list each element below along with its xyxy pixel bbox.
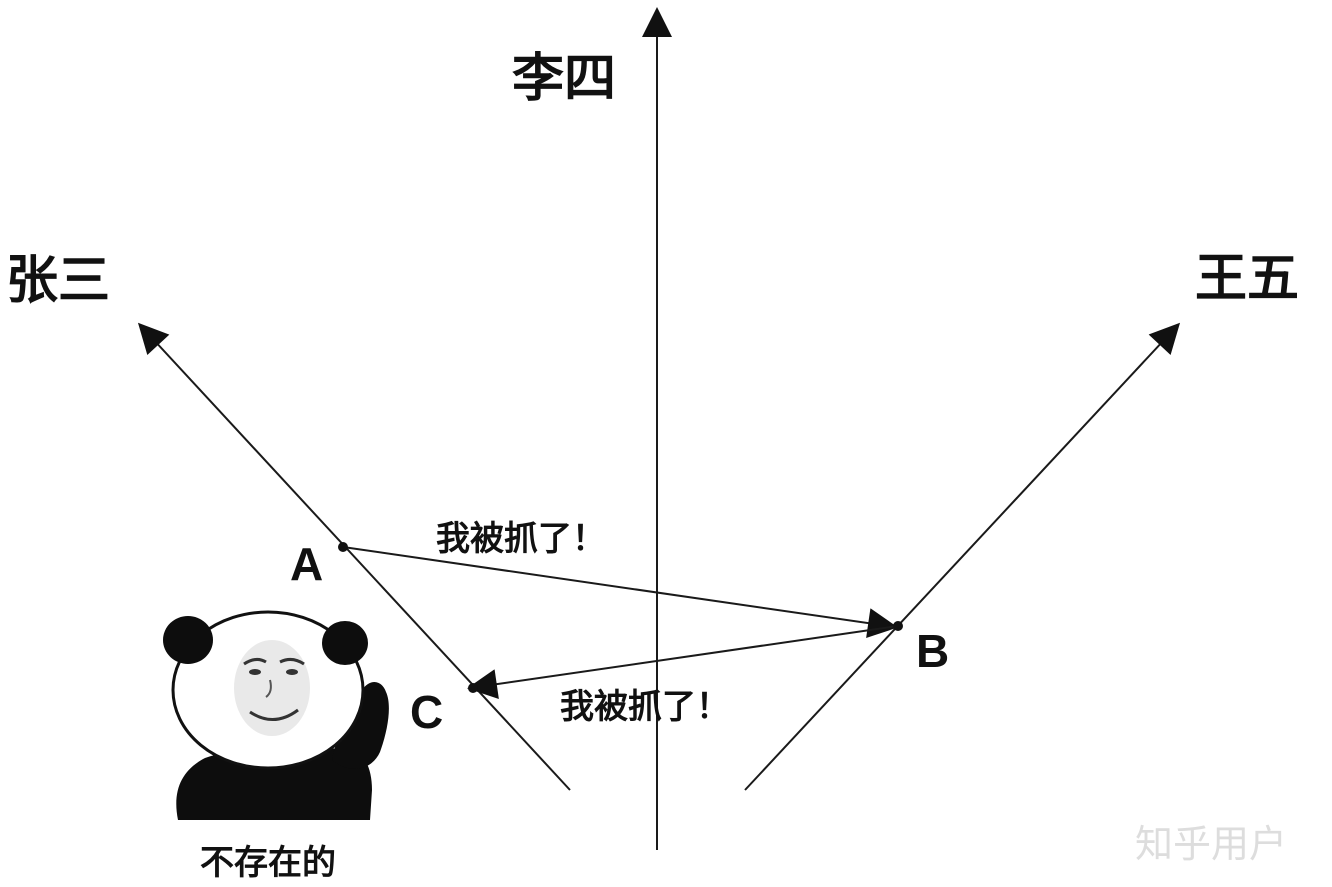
meme-caption: 不存在的 [200,843,336,883]
zhangsan-axis-label: 张三 [6,251,110,311]
message-b-to-c: 我被抓了！ [560,687,730,727]
point-a-label: A [290,538,323,590]
watermark: 知乎用户 [1135,822,1287,866]
wangwu-axis-label: 王五 [1195,249,1299,309]
event-c-dot [468,683,478,693]
event-b-dot [893,621,903,631]
signal-a-to-b [343,547,895,627]
point-b-label: B [916,625,949,677]
panda-meme-image [163,612,389,820]
point-c-label: C [410,686,443,738]
signal-b-to-c [470,626,898,688]
lisi-axis-label: 李四 [512,49,616,109]
event-a-dot [338,542,348,552]
message-a-to-b: 我被抓了！ [436,519,606,559]
wangwu-axis [745,325,1178,790]
